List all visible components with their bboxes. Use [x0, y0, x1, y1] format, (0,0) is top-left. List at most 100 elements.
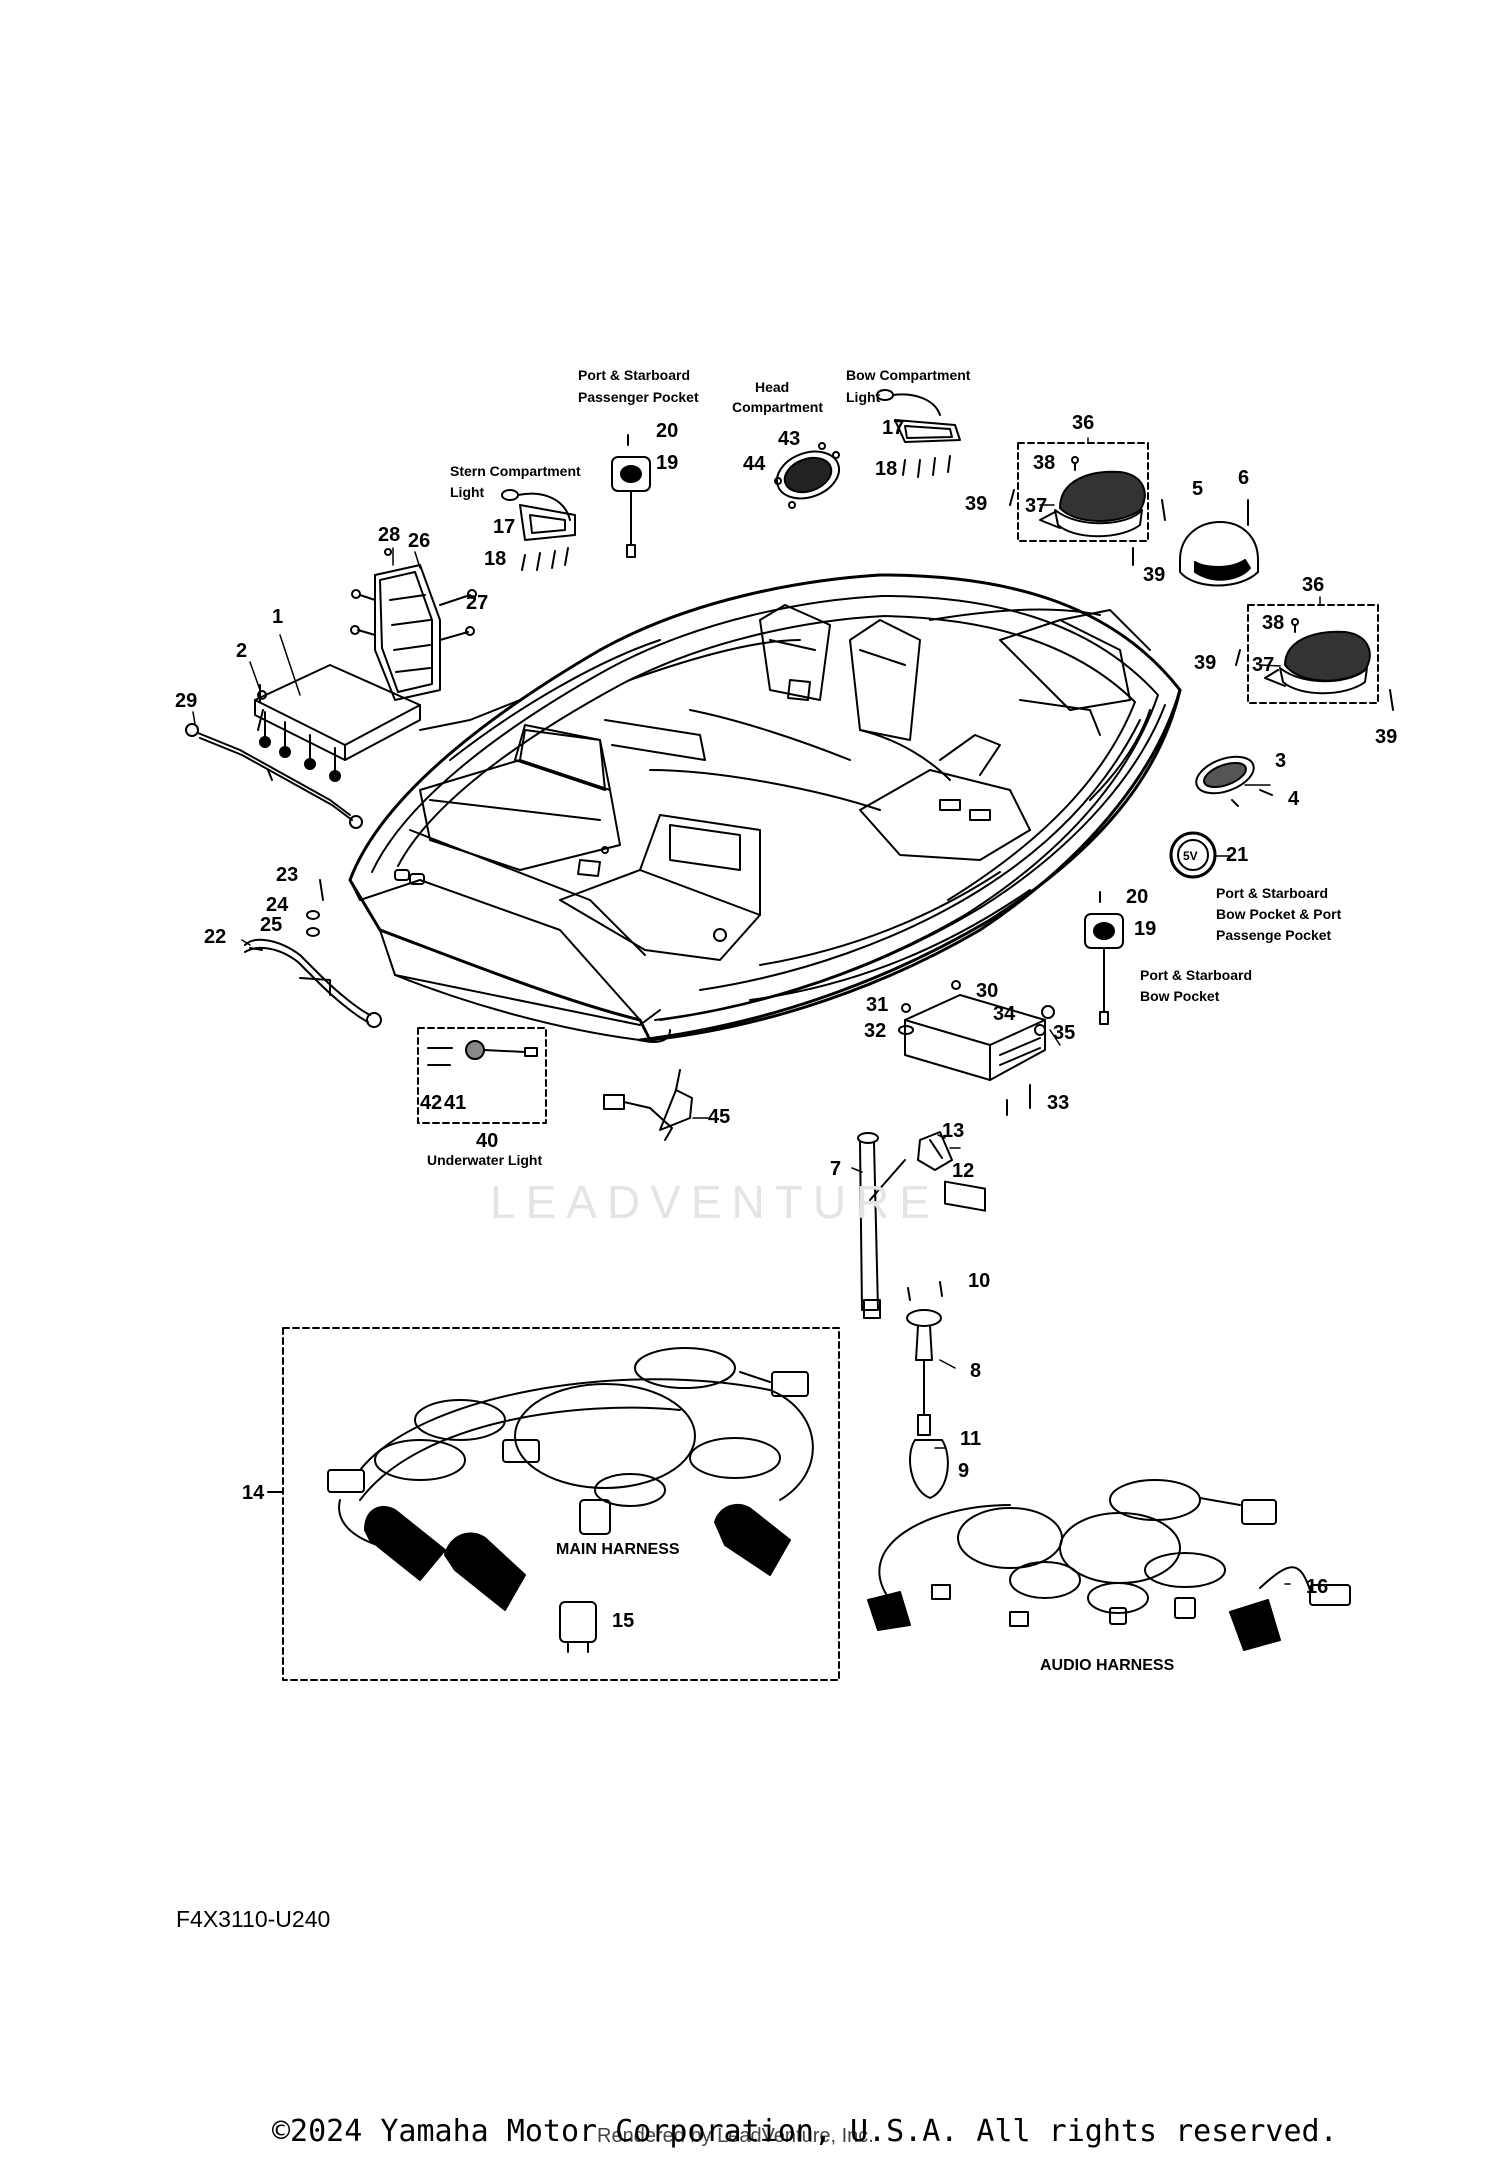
callout-44: 44: [743, 453, 766, 475]
callout-15: 15: [612, 1610, 635, 1632]
callout-37: 37: [1252, 654, 1275, 676]
underwater-light-kit: [417, 1027, 547, 1124]
callout-4: 4: [1288, 788, 1300, 810]
callout-14: 14: [242, 1482, 265, 1504]
callout-28: 28: [378, 524, 401, 546]
main-harness: [267, 1327, 840, 1681]
callout-20: 20: [1126, 886, 1149, 908]
callout-39: 39: [965, 493, 988, 515]
callout-9: 9: [958, 1460, 970, 1482]
speaker-pod-right: [1235, 604, 1394, 711]
ground-cable-bracket: [244, 879, 382, 1028]
fuel-sender-rod: [857, 1131, 953, 1319]
engine-control-unit: [898, 980, 1055, 1212]
callout-8: 8: [970, 1360, 982, 1382]
callout-18: 18: [484, 548, 507, 570]
callout-32: 32: [864, 1020, 887, 1042]
battery-tray: [254, 664, 421, 782]
callout-10: 10: [968, 1270, 991, 1292]
callout-21: 21: [1226, 844, 1249, 866]
callout-25: 25: [260, 914, 283, 936]
passenger-pocket-light: [611, 434, 651, 558]
label-bow-pocket-2: Bow Pocket: [1140, 988, 1220, 1004]
copyright: ©2024 Yamaha Motor Corporation, U.S.A. A…: [272, 2114, 1338, 2149]
label-head-1: Head: [755, 379, 790, 395]
callout-41: 41: [444, 1092, 467, 1114]
callout-20: 20: [656, 420, 679, 442]
diagram-code: F4X3110-U240: [176, 1906, 331, 1932]
label-bow-light-2: Light: [846, 389, 881, 405]
usb-socket: [1169, 831, 1217, 879]
label-passenger-pocket-2: Passenger Pocket: [578, 389, 699, 405]
rendered-by: Rendered by LeadVenture, Inc.: [597, 2125, 874, 2147]
label-stern-light-2: Light: [450, 484, 485, 500]
cup-holder-light: [1179, 499, 1259, 587]
callout-2: 2: [236, 640, 248, 662]
label-5v: 5V: [1183, 849, 1198, 863]
label-head-2: Compartment: [732, 399, 824, 415]
label-bow-port-3: Passenge Pocket: [1216, 927, 1332, 943]
callout-26: 26: [408, 530, 431, 552]
callout-16: 16: [1306, 1576, 1329, 1598]
label-bow-port-1: Port & Starboard: [1216, 885, 1329, 901]
callout-6: 6: [1238, 467, 1250, 489]
callout-29: 29: [175, 690, 198, 712]
label-passenger-pocket-1: Port & Starboard: [578, 367, 691, 383]
callout-1: 1: [272, 606, 284, 628]
audio-harness: [867, 1479, 1351, 1651]
callout-31: 31: [866, 994, 889, 1016]
callout-18: 18: [875, 458, 898, 480]
callout-40: 40: [476, 1130, 499, 1152]
callout-23: 23: [276, 864, 299, 886]
callout-24: 24: [266, 894, 289, 916]
label-main-harness: MAIN HARNESS: [556, 1541, 680, 1558]
callout-36: 36: [1072, 412, 1095, 434]
callout-27: 27: [466, 592, 489, 614]
vent-grille: [1195, 755, 1273, 807]
callout-30: 30: [976, 980, 999, 1002]
label-bow-light-1: Bow Compartment: [846, 367, 971, 383]
callout-3: 3: [1275, 750, 1287, 772]
callout-45: 45: [708, 1106, 731, 1128]
callout-19: 19: [656, 452, 679, 474]
head-speaker: [774, 442, 840, 509]
speaker-pod-top: [1009, 442, 1166, 566]
callout-33: 33: [1047, 1092, 1070, 1114]
battery-cable: [185, 723, 363, 829]
callout-22: 22: [204, 926, 227, 948]
callout-43: 43: [778, 428, 801, 450]
callout-39: 39: [1143, 564, 1166, 586]
callout-leader-lines: [192, 437, 1321, 1585]
callout-11: 11: [960, 1428, 982, 1450]
callout-38: 38: [1033, 452, 1056, 474]
callout-12: 12: [952, 1160, 975, 1182]
callout-42: 42: [420, 1092, 443, 1114]
callout-39: 39: [1194, 652, 1217, 674]
label-underwater-light: Underwater Light: [427, 1152, 543, 1168]
callout-5: 5: [1192, 478, 1204, 500]
fuel-gauge-sender: [906, 1281, 949, 1499]
callout-19: 19: [1134, 918, 1157, 940]
label-audio-harness: AUDIO HARNESS: [1040, 1657, 1175, 1674]
callout-36: 36: [1302, 574, 1325, 596]
stern-compartment-light: [501, 489, 576, 571]
label-bow-port-2: Bow Pocket & Port: [1216, 906, 1342, 922]
label-bow-pocket-1: Port & Starboard: [1140, 967, 1253, 983]
callout-17: 17: [493, 516, 516, 538]
callout-38: 38: [1262, 612, 1285, 634]
watermark-text: LEADVENTURE: [490, 1176, 940, 1228]
fuse-box: [350, 548, 477, 701]
bow-compartment-light: [876, 389, 961, 478]
callout-35: 35: [1053, 1022, 1076, 1044]
label-stern-light-1: Stern Compartment: [450, 463, 581, 479]
callout-37: 37: [1025, 495, 1048, 517]
speed-sensor: [603, 1069, 693, 1141]
callout-7: 7: [830, 1158, 842, 1180]
callout-34: 34: [993, 1003, 1016, 1025]
bow-pocket-light: [1084, 891, 1124, 1025]
callout-39: 39: [1375, 726, 1398, 748]
callout-13: 13: [942, 1120, 965, 1142]
boat-hull: [348, 573, 1182, 1043]
